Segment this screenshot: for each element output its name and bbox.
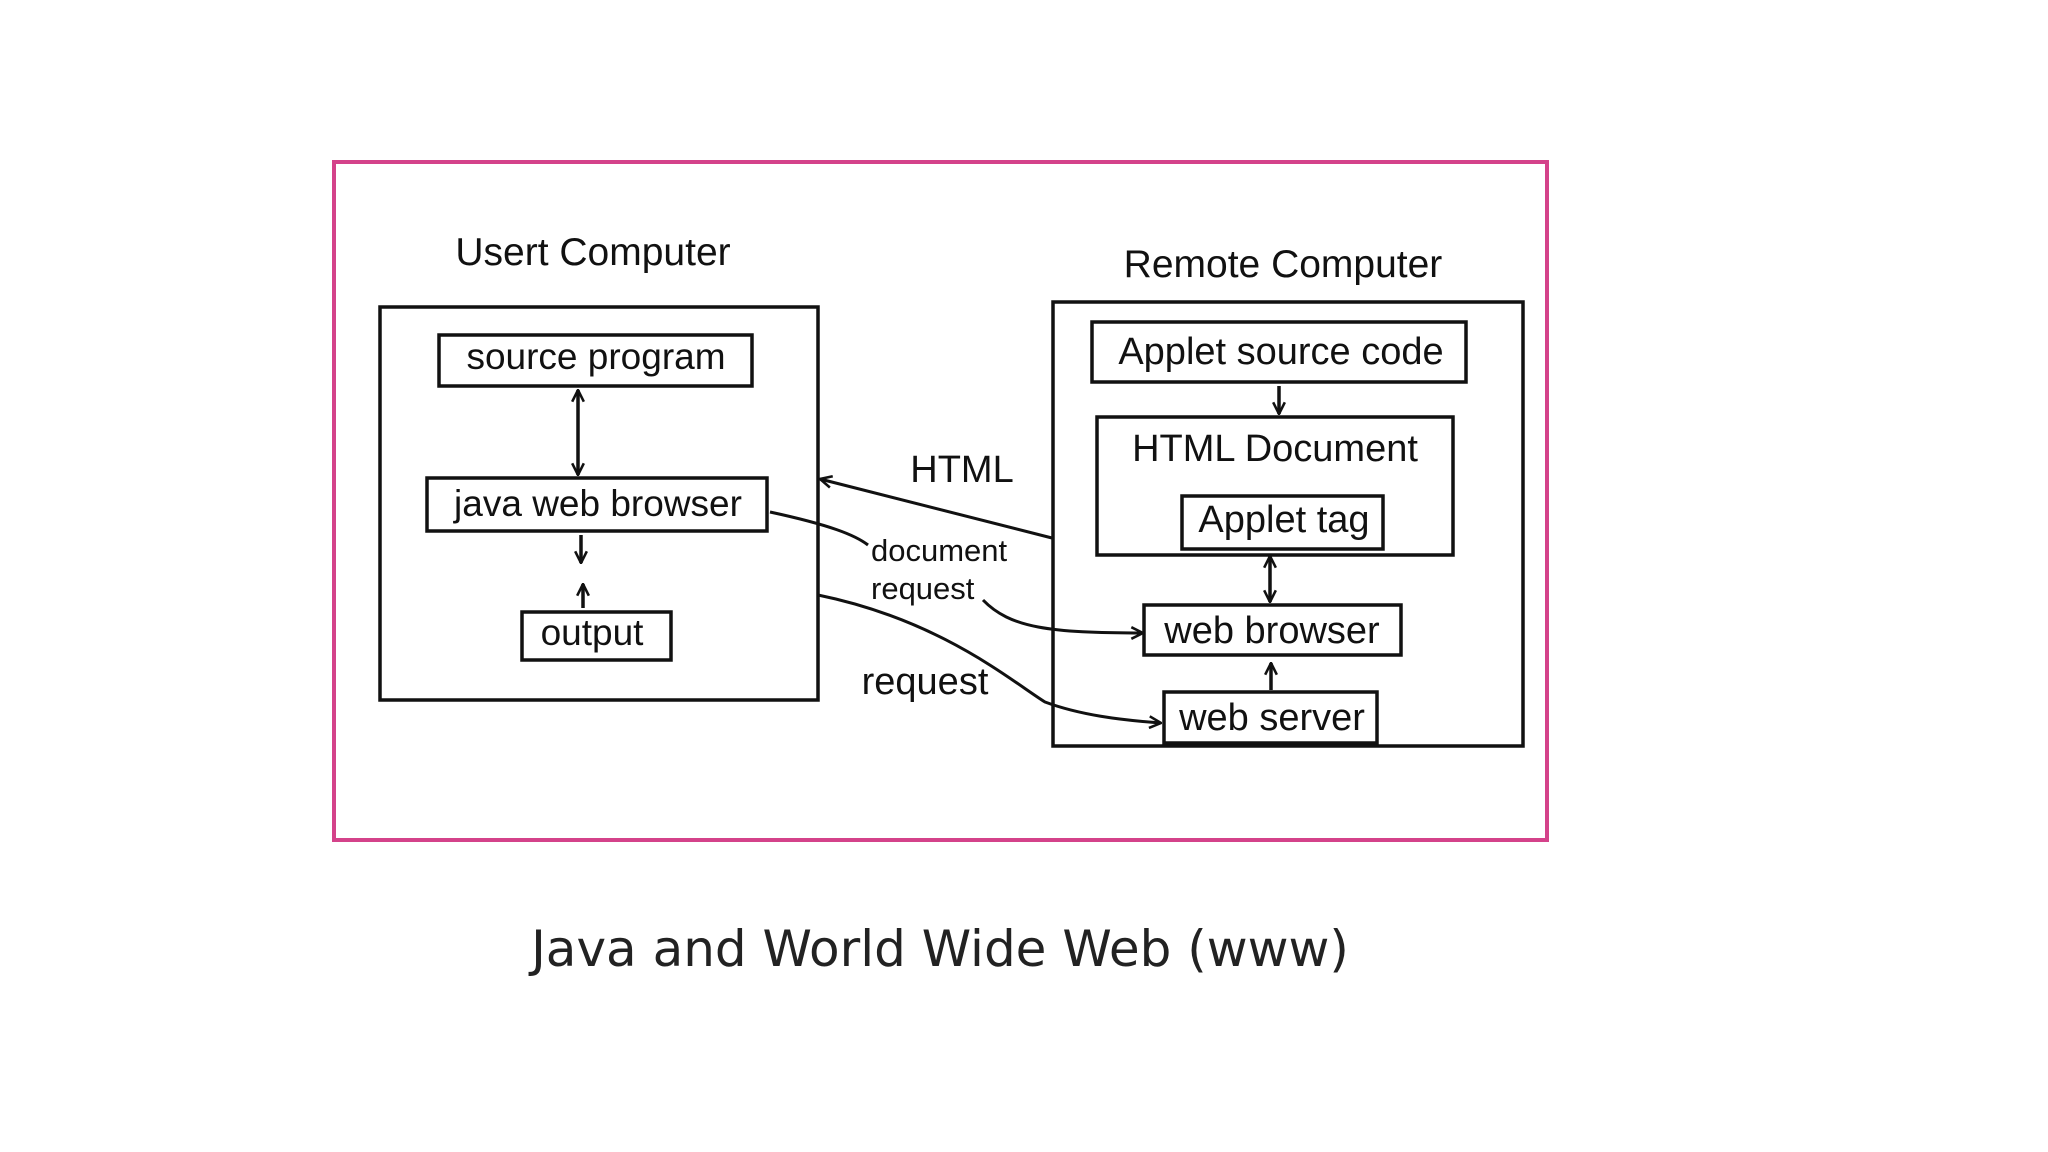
caption: Java and World Wide Web (www) [531,920,1349,978]
document-request-label-2: request [871,571,975,606]
applet-source-code-box [1090,320,1468,384]
applet-tag-box [1180,494,1385,551]
user-computer-title: Usert Computer [455,231,730,274]
applet-tag-label: Applet tag [1198,499,1369,541]
web-server-label: web server [1178,697,1365,739]
source-program-box [437,333,754,388]
user-computer-box [378,305,820,702]
java-web-browser-box [425,476,769,533]
output-label: output [541,612,645,653]
html-document-label: HTML Document [1132,428,1418,470]
request-edge-label: request [862,661,989,703]
remote-computer-box [1051,300,1525,748]
document-request-arrow [769,510,1143,633]
web-browser-label: web browser [1163,610,1380,652]
applet-source-code-label: Applet source code [1118,331,1443,373]
outer-frame [332,160,1549,842]
web-server-box [1162,690,1379,745]
java-web-browser-label: java web browser [453,483,742,524]
request-arrow [817,593,1161,723]
source-program-label: source program [466,336,725,377]
html-arrow [820,479,1053,540]
output-box [520,610,673,662]
remote-computer-title: Remote Computer [1124,243,1443,286]
document-request-label-1: document [871,533,1008,568]
html-edge-label: HTML [910,449,1013,491]
